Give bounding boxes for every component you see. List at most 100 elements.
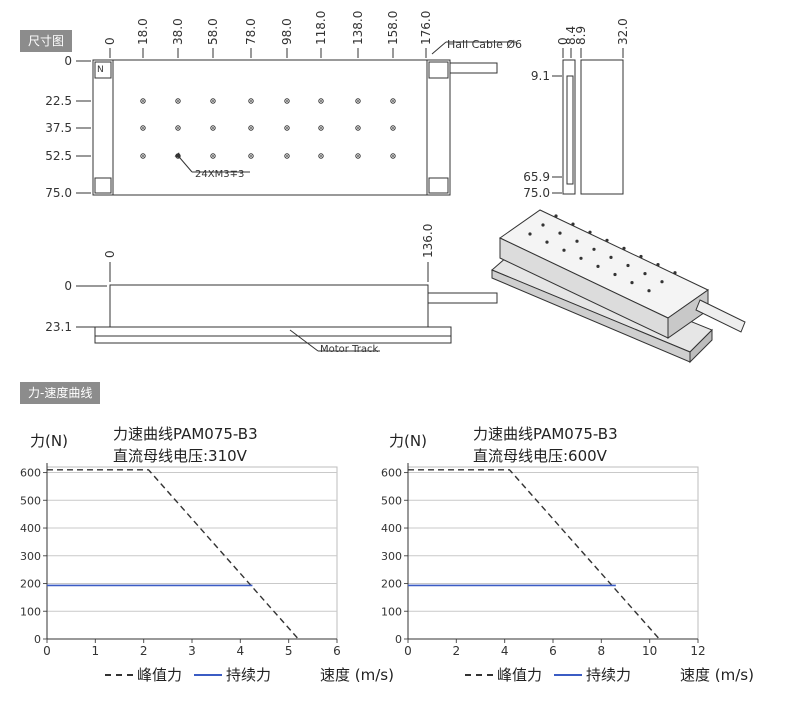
front-view-cable xyxy=(427,292,498,304)
mounting-hole-center xyxy=(177,155,179,157)
x-tick-label: 2 xyxy=(453,644,461,658)
y-tick-label: 300 xyxy=(381,550,402,563)
hole-spec-label: 24XM3∓3 xyxy=(195,169,244,180)
isometric-hole xyxy=(592,247,596,251)
top-y-tick-label: 22.5 xyxy=(45,94,72,108)
mounting-hole-center xyxy=(212,100,214,102)
mounting-hole-center xyxy=(320,155,322,157)
isometric-hole xyxy=(571,222,575,226)
top-x-tick-label: 176.0 xyxy=(419,11,433,45)
mounting-hole-center xyxy=(357,155,359,157)
isometric-hole xyxy=(609,255,613,259)
motor-track-label: Motor Track xyxy=(320,344,378,355)
y-tick-label: 200 xyxy=(20,578,41,591)
top-x-tick-label: 138.0 xyxy=(351,11,365,45)
isometric-hole xyxy=(656,263,660,267)
mounting-hole-center xyxy=(286,127,288,129)
dimensions-section-label: 尺寸图 xyxy=(20,30,73,52)
top-x-tick-label: 98.0 xyxy=(280,18,294,45)
chart-310v-y-unit: 力(N) xyxy=(30,432,68,450)
side-x-tick-label: 8.4 xyxy=(564,26,578,45)
mounting-hole-center xyxy=(177,100,179,102)
side-view xyxy=(562,59,624,195)
front-view xyxy=(94,284,498,352)
mounting-hole-center xyxy=(392,155,394,157)
mounting-hole-center xyxy=(357,100,359,102)
motor-track-base xyxy=(94,335,452,344)
top-view-right-cap xyxy=(426,59,451,196)
top-x-tick-label: 58.0 xyxy=(206,18,220,45)
y-tick-label: 400 xyxy=(381,522,402,535)
isometric-hole xyxy=(588,230,592,234)
isometric-hole xyxy=(562,248,566,252)
isometric-hole xyxy=(647,289,651,293)
x-tick-label: 4 xyxy=(501,644,509,658)
mounting-hole-center xyxy=(250,100,252,102)
side-view-plate xyxy=(562,59,576,195)
mounting-hole-center xyxy=(250,127,252,129)
top-x-tick-label: 158.0 xyxy=(386,11,400,45)
side-x-tick-label: 0 xyxy=(556,37,570,45)
top-view-right-cap-upper xyxy=(428,61,449,79)
x-tick-label: 8 xyxy=(598,644,606,658)
front-y-tick-label: 0 xyxy=(64,279,72,293)
front-x-tick-label: 136.0 xyxy=(421,224,435,258)
mounting-hole-center xyxy=(286,155,288,157)
x-tick-label: 4 xyxy=(237,644,245,658)
top-y-tick-label: 52.5 xyxy=(45,149,72,163)
x-tick-label: 0 xyxy=(43,644,51,658)
isometric-hole xyxy=(575,239,579,243)
x-tick-label: 5 xyxy=(285,644,293,658)
y-tick-label: 600 xyxy=(381,467,402,480)
chart-310v-title: 力速曲线PAM075-B3 xyxy=(113,425,258,443)
chart-600v-legend: 峰值力 持续力 xyxy=(465,664,631,685)
top-y-tick-label: 0 xyxy=(64,54,72,68)
front-y-tick-label: 23.1 xyxy=(45,320,72,334)
chart-310v-legend: 峰值力 持续力 xyxy=(105,664,271,685)
peak-force-line xyxy=(47,469,299,640)
isometric-hole xyxy=(541,223,545,227)
chart-600v-x-unit: 速度 (m/s) xyxy=(680,666,754,684)
isometric-hole xyxy=(528,232,532,236)
chart-310v-x-unit: 速度 (m/s) xyxy=(320,666,394,684)
peak-legend-swatch xyxy=(465,673,493,676)
chart-310v-subtitle: 直流母线电压:310V xyxy=(113,447,247,465)
side-x-tick-label: 8.9 xyxy=(574,26,588,45)
top-x-tick-label: 118.0 xyxy=(314,11,328,45)
side-view-coil xyxy=(566,75,574,185)
y-tick-label: 0 xyxy=(395,633,402,646)
y-tick-label: 0 xyxy=(34,633,41,646)
top-x-tick-label: 0 xyxy=(103,37,117,45)
continuous-legend-label: 持续力 xyxy=(226,666,272,684)
top-view-left-cap-lower xyxy=(94,177,112,194)
mounting-hole-center xyxy=(320,127,322,129)
peak-legend-label: 峰值力 xyxy=(497,666,543,684)
top-y-tick-label: 75.0 xyxy=(45,186,72,200)
top-view-body xyxy=(92,59,451,196)
side-y-tick-label: 65.9 xyxy=(523,170,550,184)
y-tick-label: 500 xyxy=(381,494,402,507)
top-view-cable xyxy=(449,62,498,74)
isometric-hole xyxy=(613,272,617,277)
x-tick-label: 10 xyxy=(642,644,657,658)
y-tick-label: 100 xyxy=(381,605,402,618)
plot-area xyxy=(46,466,338,640)
x-tick-label: 6 xyxy=(549,644,557,658)
side-y-tick-label: 75.0 xyxy=(523,186,550,200)
mounting-hole-center xyxy=(250,155,252,157)
isometric-hole xyxy=(639,254,643,259)
isometric-hole xyxy=(660,280,664,284)
top-view xyxy=(92,41,516,196)
y-tick-label: 500 xyxy=(20,494,41,507)
side-x-tick-label: 32.0 xyxy=(616,18,630,45)
y-tick-label: 100 xyxy=(20,605,41,618)
top-view-left-cap xyxy=(92,59,114,196)
mounting-hole-center xyxy=(212,155,214,157)
top-view-left-cap-upper xyxy=(94,61,112,79)
top-y-tick-label: 37.5 xyxy=(45,121,72,135)
mounting-hole-center xyxy=(392,100,394,102)
